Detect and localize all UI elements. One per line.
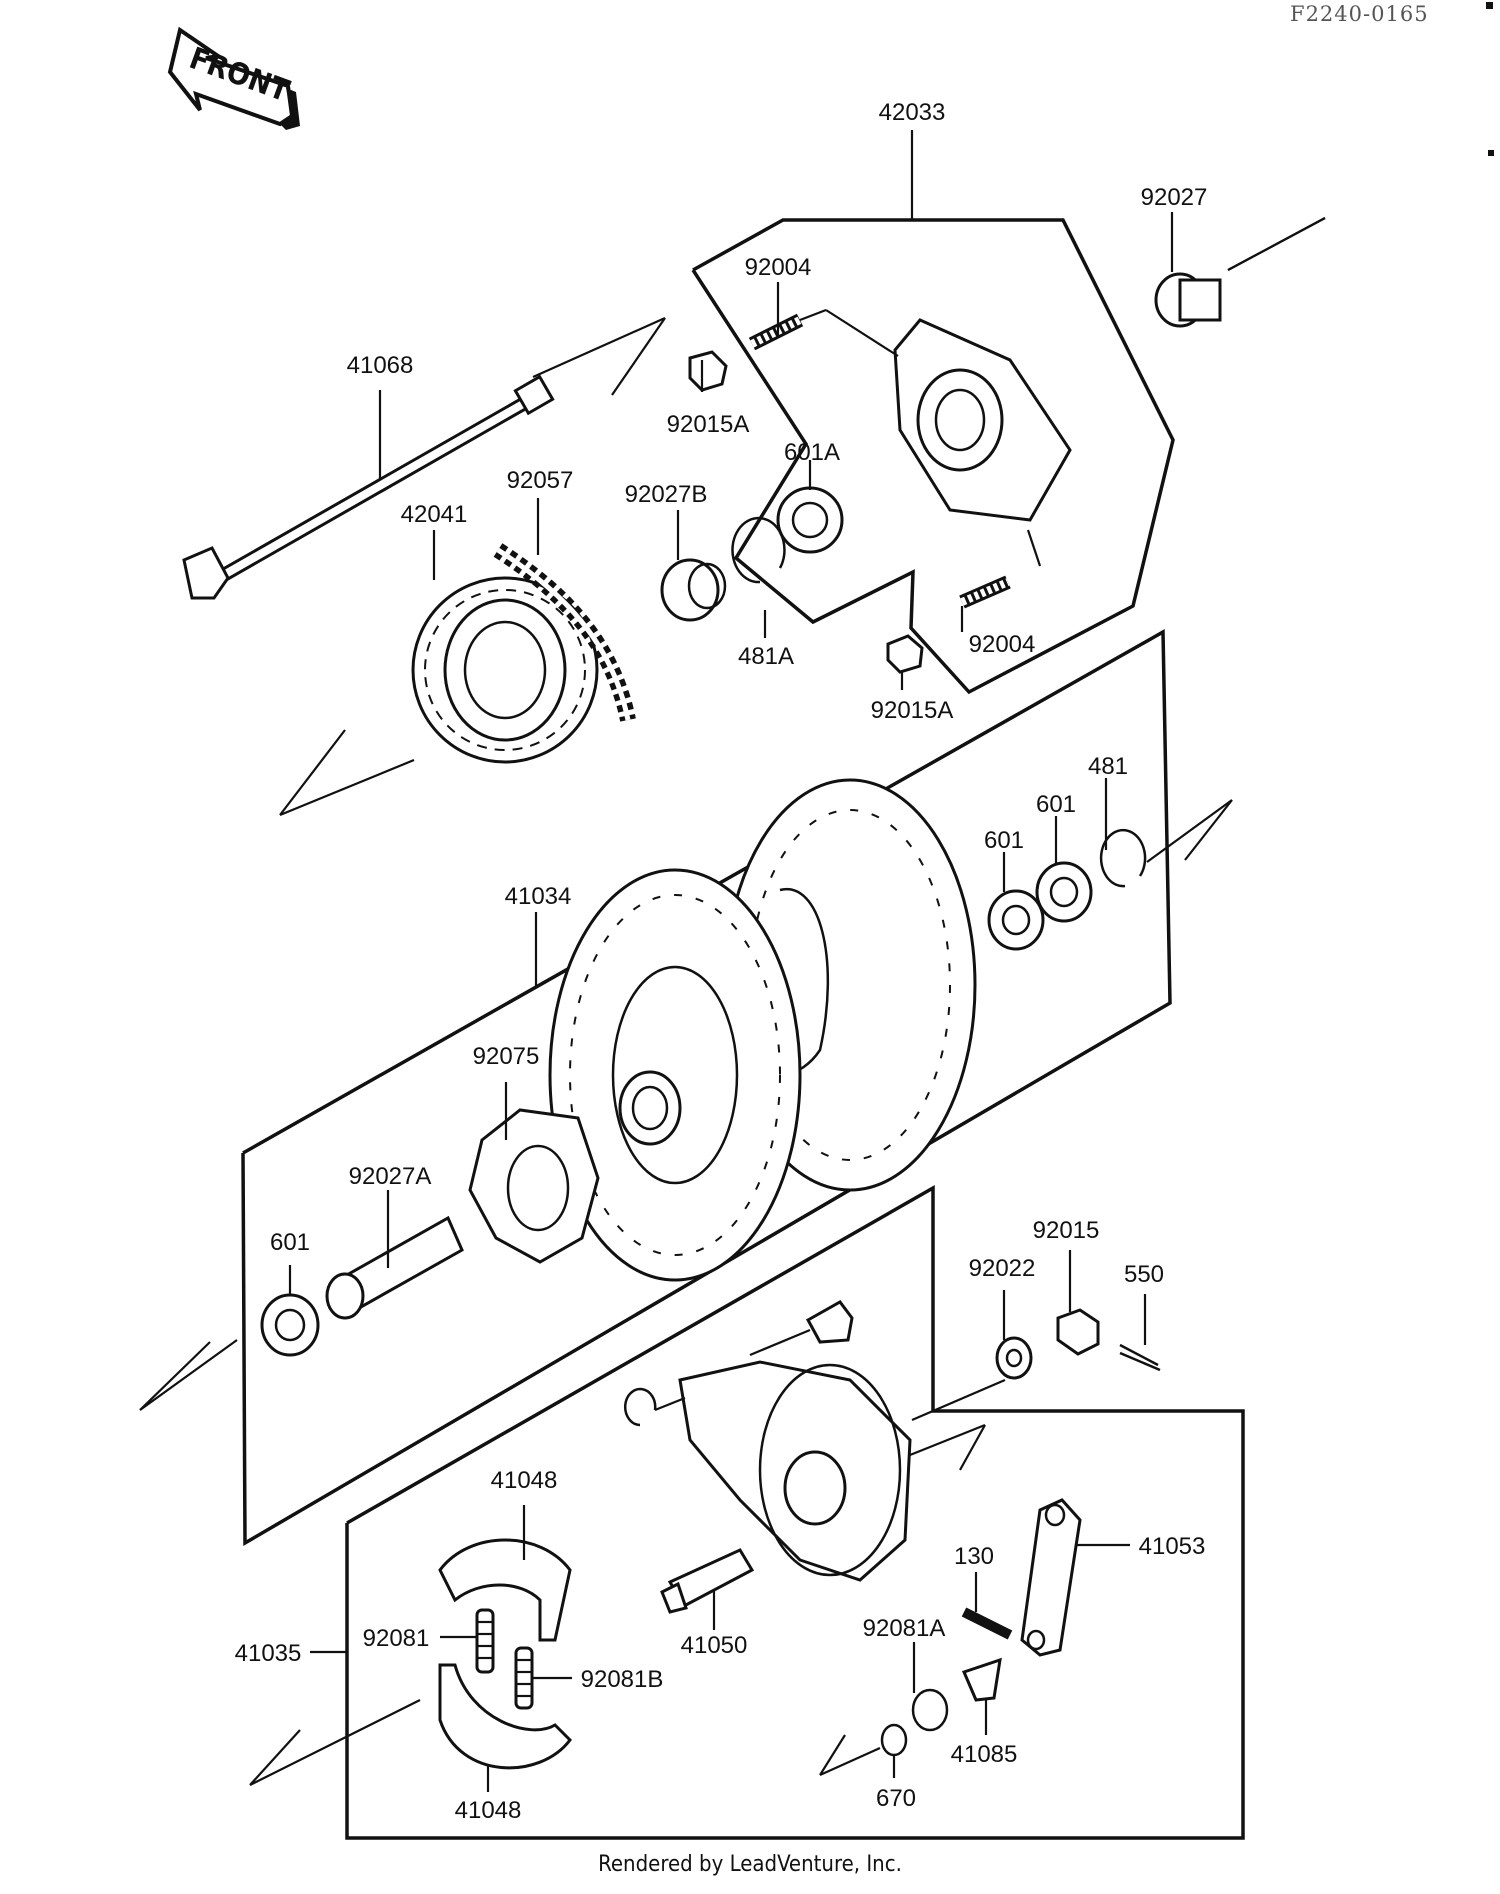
- label-601A: 601A: [784, 439, 840, 466]
- label-92081: 92081: [363, 1625, 430, 1652]
- brake-shoe-41048-top: [438, 1538, 572, 1642]
- circlip-481: [1099, 828, 1147, 888]
- label-92015: 92015: [1033, 1217, 1100, 1244]
- damper-92075: [468, 1108, 600, 1264]
- label-92027B: 92027B: [625, 481, 708, 508]
- label-92004-bottom: 92004: [969, 631, 1036, 658]
- collar-92027: [1154, 217, 1326, 328]
- label-92057: 92057: [507, 467, 574, 494]
- bearing-601-c: [260, 1293, 320, 1357]
- camshaft-41050: [660, 1548, 755, 1614]
- spacer-92027A: [325, 1215, 464, 1320]
- nut-92015: [1056, 1308, 1100, 1356]
- brake-panel: [623, 1300, 1006, 1582]
- spring-92081B: [514, 1646, 534, 1710]
- bearing-601-b: [1035, 861, 1093, 923]
- document-id: F2240-0165: [1290, 2, 1429, 26]
- label-42041: 42041: [401, 501, 468, 528]
- sprocket-42041: [279, 576, 599, 817]
- front-arrow-icon: FRONT: [167, 26, 300, 130]
- brake-shoe-41048-bottom: [438, 1663, 572, 1770]
- label-601-a: 601: [1036, 791, 1076, 818]
- bearing-601-a: [987, 889, 1045, 951]
- label-550: 550: [1124, 1261, 1164, 1288]
- label-130: 130: [954, 1543, 994, 1570]
- label-41068: 41068: [347, 352, 414, 379]
- label-92015A-bottom: 92015A: [871, 697, 954, 724]
- label-41048-bottom: 41048: [455, 1797, 522, 1824]
- washer-92022: [995, 1336, 1033, 1380]
- indicator-41085: [961, 1657, 1002, 1702]
- label-41048-top: 41048: [491, 1467, 558, 1494]
- label-42033: 42033: [879, 99, 946, 126]
- label-92004-top: 92004: [745, 254, 812, 281]
- stud-92004-bottom: [959, 575, 1011, 609]
- corner-mark: [1486, 2, 1493, 9]
- label-92027: 92027: [1141, 184, 1208, 211]
- label-601-b: 601: [984, 827, 1024, 854]
- label-92015A-top: 92015A: [667, 411, 750, 438]
- nut-92015A-top: [688, 350, 728, 392]
- seal-92027B: [660, 558, 727, 622]
- spring-92081A: [911, 1688, 949, 1732]
- label-481: 481: [1088, 753, 1128, 780]
- label-41085: 41085: [951, 1741, 1018, 1768]
- label-481A: 481A: [738, 643, 794, 670]
- label-92027A: 92027A: [349, 1163, 432, 1190]
- sprocket-carrier: [825, 309, 1072, 567]
- box-42033: [691, 218, 1175, 695]
- corner-mark: [1488, 150, 1494, 156]
- stud-92004-top: [748, 308, 827, 351]
- cotter-pin-550: [1119, 1343, 1161, 1372]
- chain-92057: [493, 543, 636, 722]
- box-41035: [345, 1184, 1245, 1840]
- label-670: 670: [876, 1785, 916, 1812]
- axle-41068: [182, 316, 666, 600]
- label-41053: 41053: [1139, 1533, 1206, 1560]
- oring-670: [880, 1723, 908, 1757]
- label-601-c: 601: [270, 1229, 310, 1256]
- label-41050: 41050: [681, 1632, 748, 1659]
- circlip-481A: [731, 516, 786, 584]
- bolt-130: [961, 1607, 1013, 1640]
- bearing-601A: [776, 486, 844, 554]
- label-92022: 92022: [969, 1255, 1036, 1282]
- wheel-hub-41034: [548, 778, 977, 1282]
- label-92081B: 92081B: [581, 1666, 664, 1693]
- brake-lever-41053: [1020, 1498, 1082, 1657]
- leader-lines: [288, 130, 1174, 1792]
- footer-credit: Rendered by LeadVenture, Inc.: [598, 1852, 902, 1877]
- label-92081A: 92081A: [863, 1615, 946, 1642]
- label-41034: 41034: [505, 883, 572, 910]
- nut-92015A-bottom: [886, 634, 924, 674]
- label-92075: 92075: [473, 1043, 540, 1070]
- spring-92081: [475, 1608, 495, 1674]
- label-41035: 41035: [235, 1640, 302, 1667]
